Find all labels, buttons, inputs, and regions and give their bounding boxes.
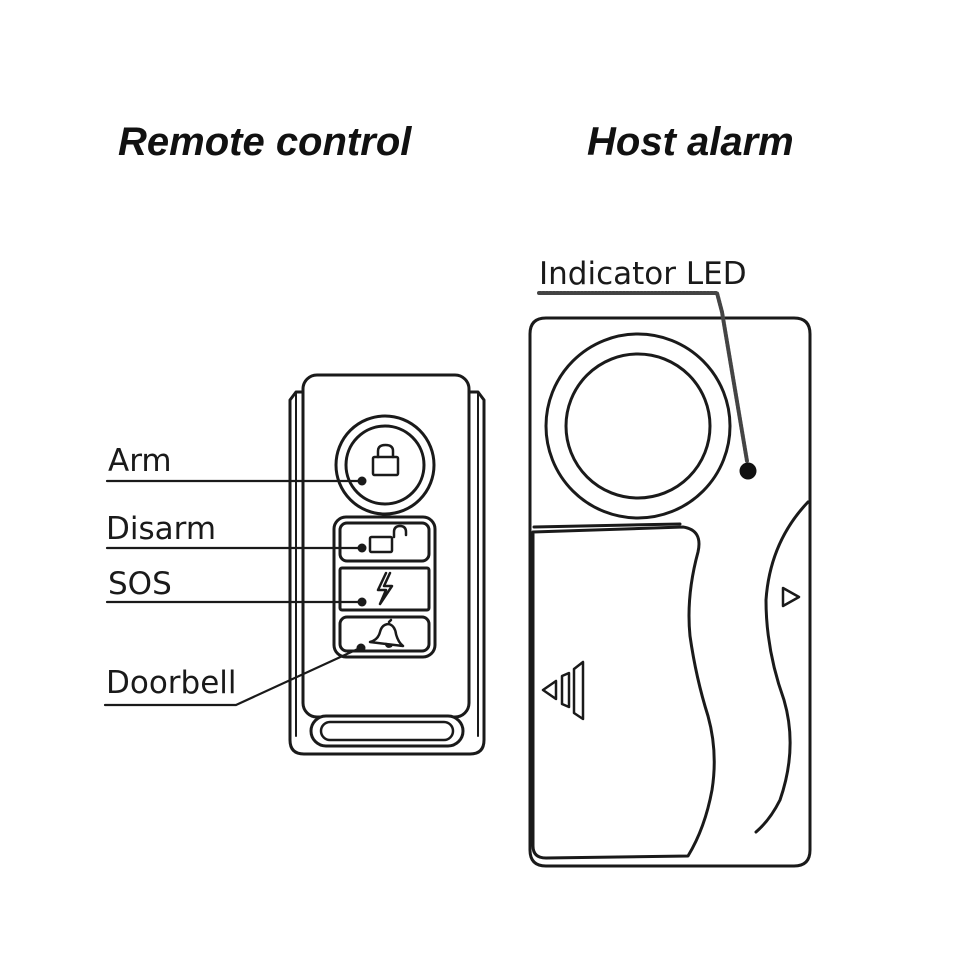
unlock-icon	[368, 524, 408, 554]
leader-lines	[103, 479, 363, 707]
host-alarm-title: Host alarm	[587, 120, 794, 164]
sos-button[interactable]	[338, 566, 431, 612]
cover-panel	[531, 525, 716, 860]
lightning-icon	[376, 571, 394, 606]
lock-icon	[371, 443, 400, 477]
sos-label: SOS	[108, 566, 172, 602]
leader-dots	[356, 476, 367, 653]
doorbell-label: Doorbell	[106, 665, 237, 701]
triangle-arrow-icon	[781, 586, 801, 608]
disarm-label: Disarm	[106, 511, 217, 547]
doorbell-button[interactable]	[338, 615, 431, 653]
indicator-led-label: Indicator LED	[539, 256, 747, 292]
bell-icon	[368, 618, 405, 648]
doorbell-leader	[103, 646, 362, 707]
disarm-button[interactable]	[338, 521, 431, 563]
indicator-led-leader	[537, 291, 749, 463]
side-groove	[754, 500, 810, 834]
siren-speaker	[544, 332, 732, 520]
arm-label: Arm	[108, 443, 172, 479]
speaker-arrow-icon	[541, 660, 585, 721]
remote-control-title: Remote control	[118, 120, 412, 164]
arm-button[interactable]	[334, 414, 436, 516]
indicator-led	[739, 462, 757, 480]
